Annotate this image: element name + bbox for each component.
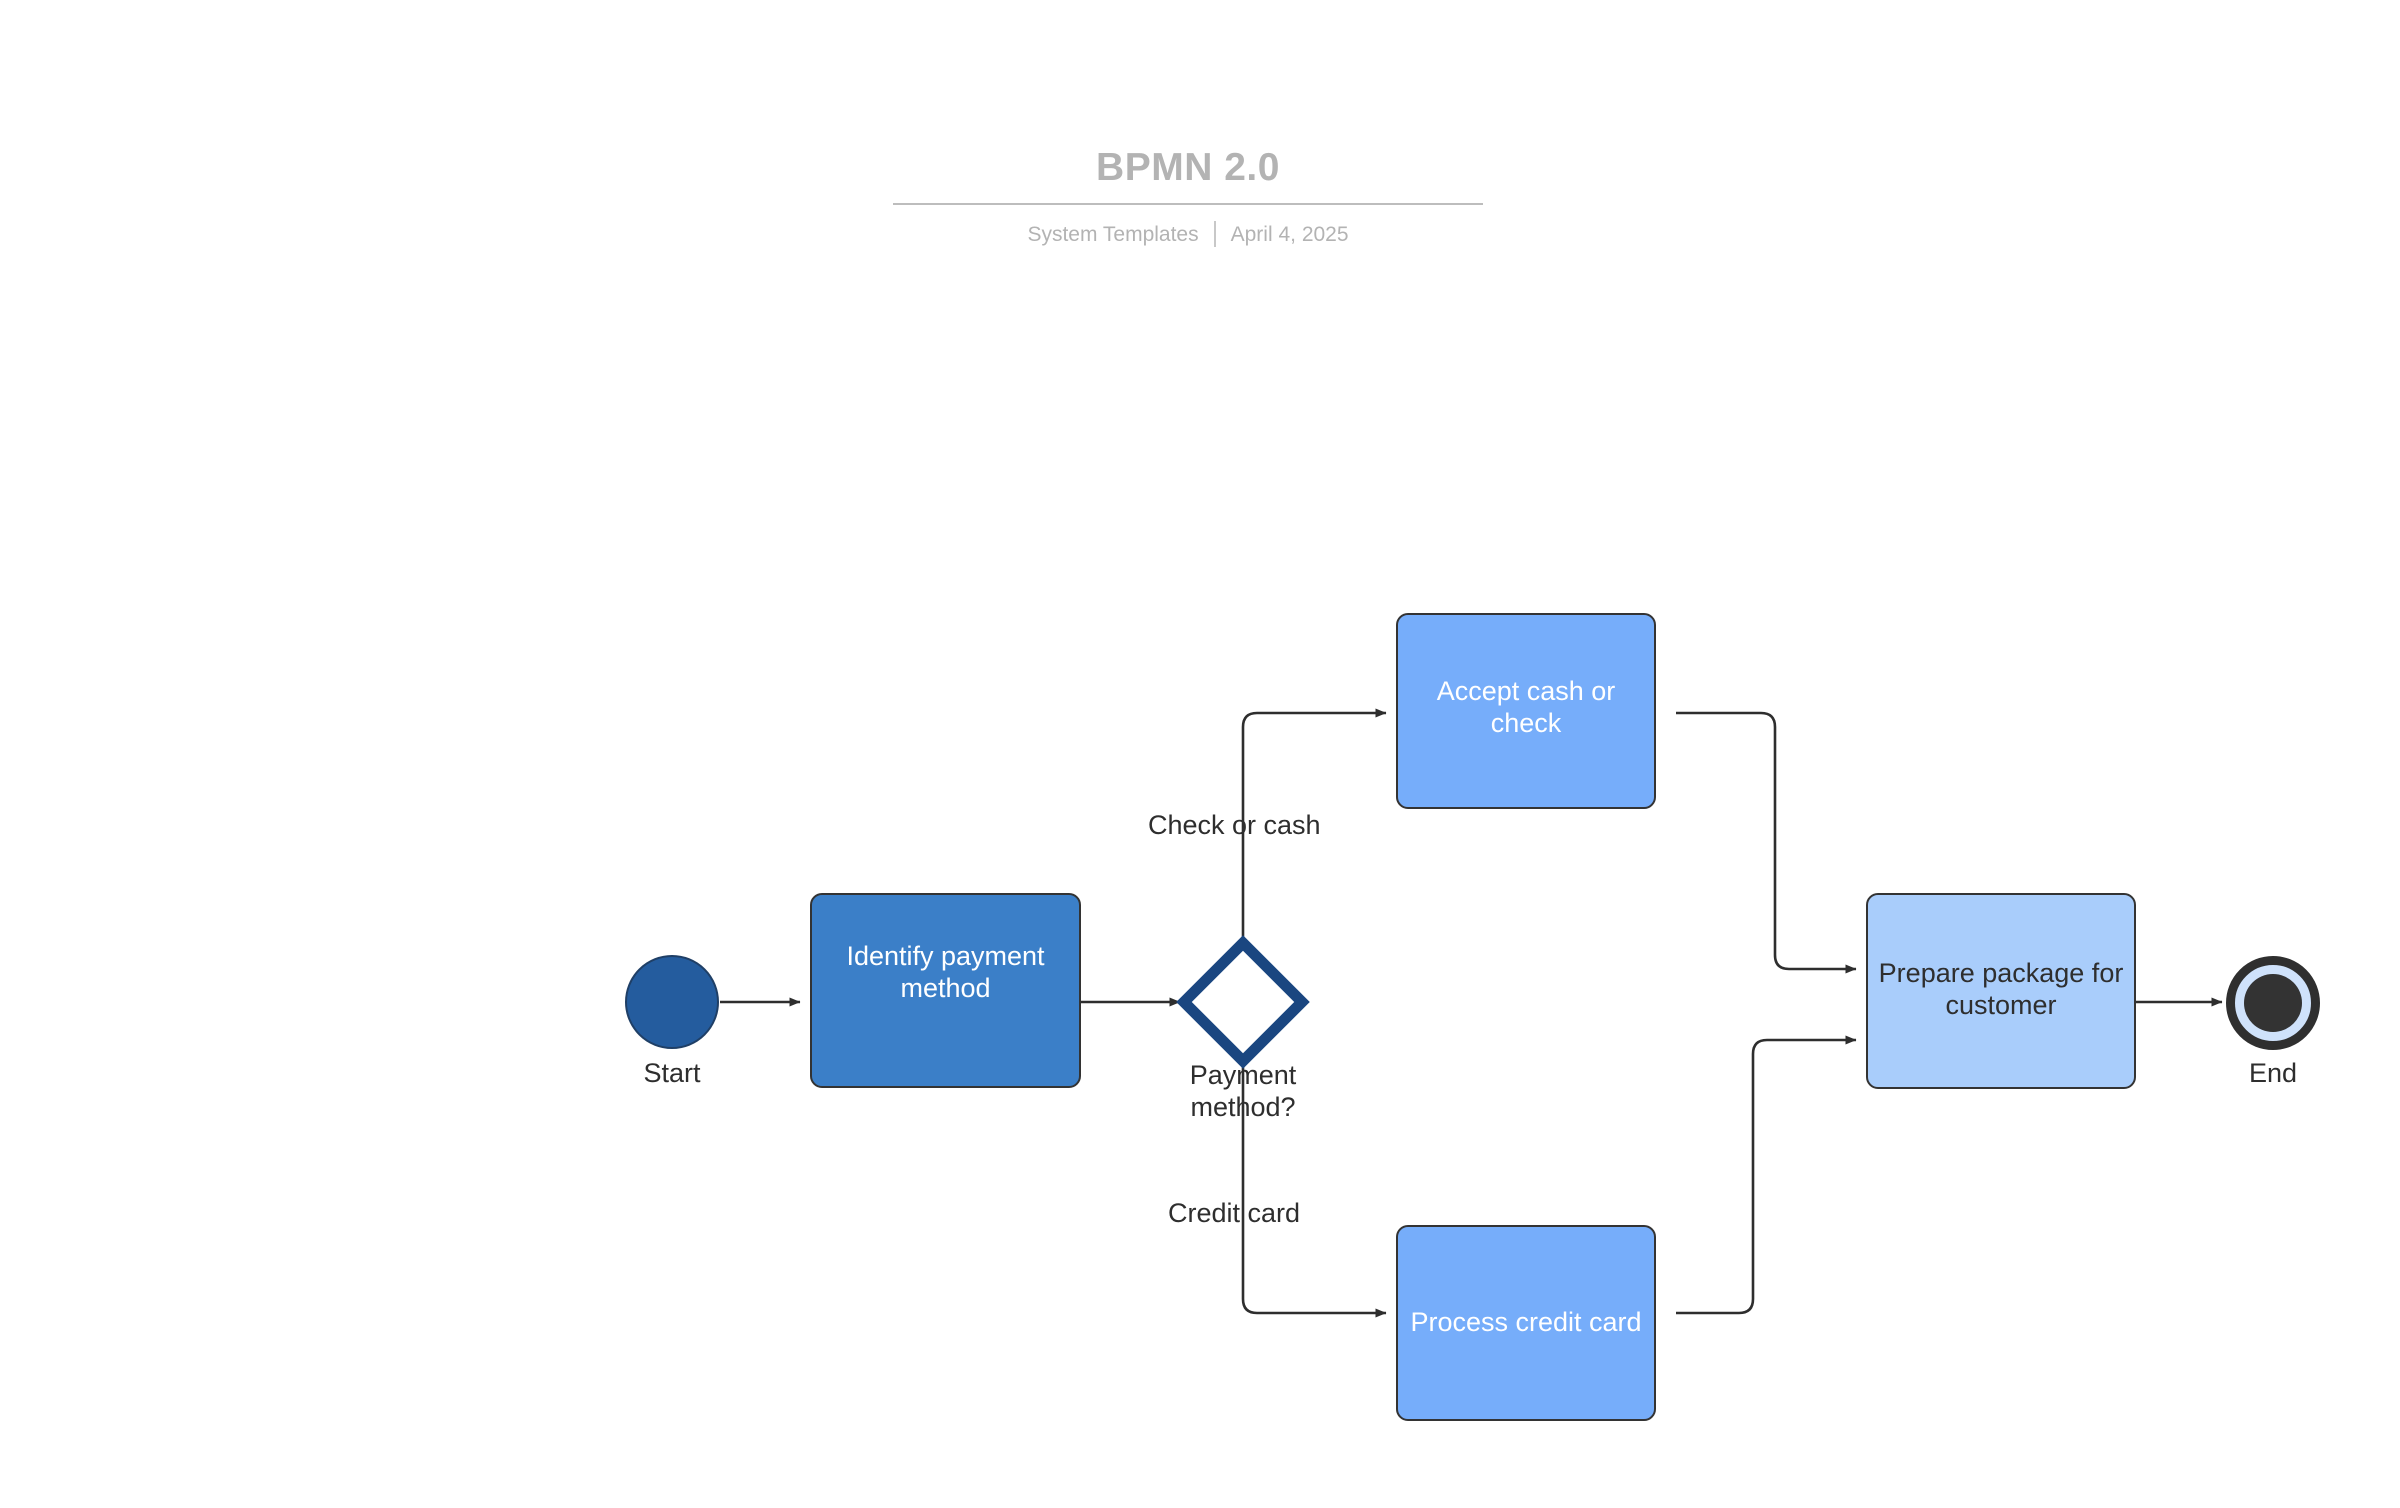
document-header: BPMN 2.0 System Templates April 4, 2025: [893, 148, 1483, 247]
header-divider-rule: [893, 203, 1483, 205]
task-process-credit-card[interactable]: Process credit card: [1396, 1225, 1656, 1421]
task-accept-cash-or-check-label: Accept cash or check: [1436, 676, 1616, 738]
edge-gateway-to-credit: [1241, 1066, 1387, 1318]
header-subtitle: System Templates April 4, 2025: [893, 221, 1483, 247]
end-event-inner-disc: [2244, 974, 2302, 1032]
edge-label-credit-card: Credit card: [1168, 1198, 1301, 1228]
task-identify-payment-method-label: Identify payment method: [846, 941, 1045, 1003]
task-prepare-package-for-customer-label: Prepare package for customer: [1878, 958, 2124, 1020]
task-accept-cash-or-check[interactable]: Accept cash or check: [1396, 613, 1656, 809]
edge-label-check-or-cash: Check or cash: [1148, 810, 1321, 840]
task-identify-payment-method[interactable]: Identify payment method: [810, 893, 1081, 1088]
gateway-label-text: Payment method?: [1189, 1060, 1297, 1122]
exclusive-gateway-label: Payment method?: [1123, 1060, 1363, 1124]
start-event-node[interactable]: [625, 955, 719, 1049]
edge-cash-to-prepare: [1676, 711, 1857, 974]
end-event-node[interactable]: [2226, 956, 2320, 1050]
end-event-label: End: [2248, 1058, 2298, 1088]
header-source-label: System Templates: [1027, 222, 1199, 246]
header-pipe-divider: [1213, 221, 1216, 247]
edge-gateway-to-cash: [1241, 708, 1387, 938]
page-title: BPMN 2.0: [1096, 146, 1280, 189]
start-event-label: Start: [643, 1058, 701, 1088]
exclusive-gateway-node[interactable]: [1176, 935, 1310, 1069]
task-prepare-package-for-customer[interactable]: Prepare package for customer: [1866, 893, 2136, 1089]
task-process-credit-card-label: Process credit card: [1410, 1307, 1642, 1338]
edge-credit-to-prepare: [1676, 1035, 1857, 1315]
header-date-label: April 4, 2025: [1230, 222, 1349, 246]
